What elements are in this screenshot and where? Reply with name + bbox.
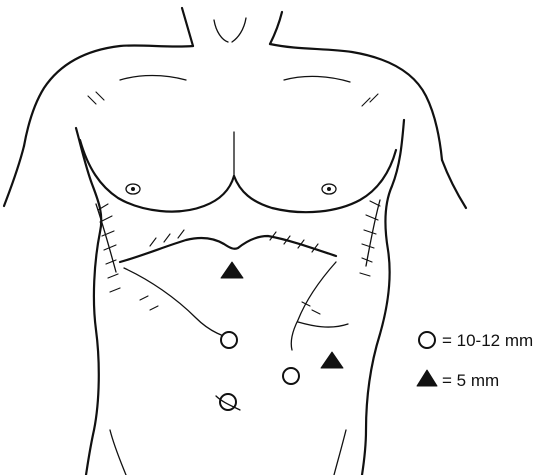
right-shoulder bbox=[270, 44, 442, 160]
port-markers bbox=[216, 262, 343, 410]
shading-hatch bbox=[88, 92, 380, 314]
abdomen-hatch bbox=[140, 296, 320, 314]
left-pectoral bbox=[80, 140, 234, 212]
left-flank bbox=[76, 128, 101, 475]
port-10-12mm-circle-upper bbox=[221, 332, 237, 348]
right-abdomen-contour bbox=[291, 262, 336, 350]
neck-right-line bbox=[270, 12, 282, 44]
neck-muscle-right bbox=[232, 18, 246, 42]
right-clavicle bbox=[284, 76, 350, 82]
legend-open-circle-label: = 10-12 mm bbox=[442, 331, 533, 350]
port-5mm-triangle-epigastric bbox=[221, 262, 243, 278]
right-arm-outline bbox=[442, 160, 466, 208]
left-abdomen-contour bbox=[124, 268, 234, 338]
port-10-12mm-circle-right bbox=[283, 368, 299, 384]
left-shoulder bbox=[24, 45, 193, 146]
shoulder-hatch bbox=[88, 92, 378, 106]
left-clavicle bbox=[120, 76, 186, 81]
right-flank bbox=[362, 120, 404, 475]
neck-muscle-left bbox=[214, 20, 228, 42]
right-pectoral bbox=[234, 150, 396, 212]
legend: = 10-12 mm = 5 mm bbox=[417, 331, 533, 390]
right-hip-line bbox=[334, 430, 346, 475]
legend-triangle-icon bbox=[417, 370, 437, 386]
left-nipple-dot bbox=[131, 187, 135, 191]
legend-triangle-label: = 5 mm bbox=[442, 371, 499, 390]
legend-open-circle-icon bbox=[419, 332, 435, 348]
port-5mm-triangle-right bbox=[321, 352, 343, 368]
right-nipple-dot bbox=[327, 187, 331, 191]
left-hip-line bbox=[110, 430, 126, 475]
neck-left-line bbox=[182, 8, 193, 46]
right-oblique-line bbox=[298, 322, 348, 327]
left-arm-outline bbox=[4, 146, 24, 206]
